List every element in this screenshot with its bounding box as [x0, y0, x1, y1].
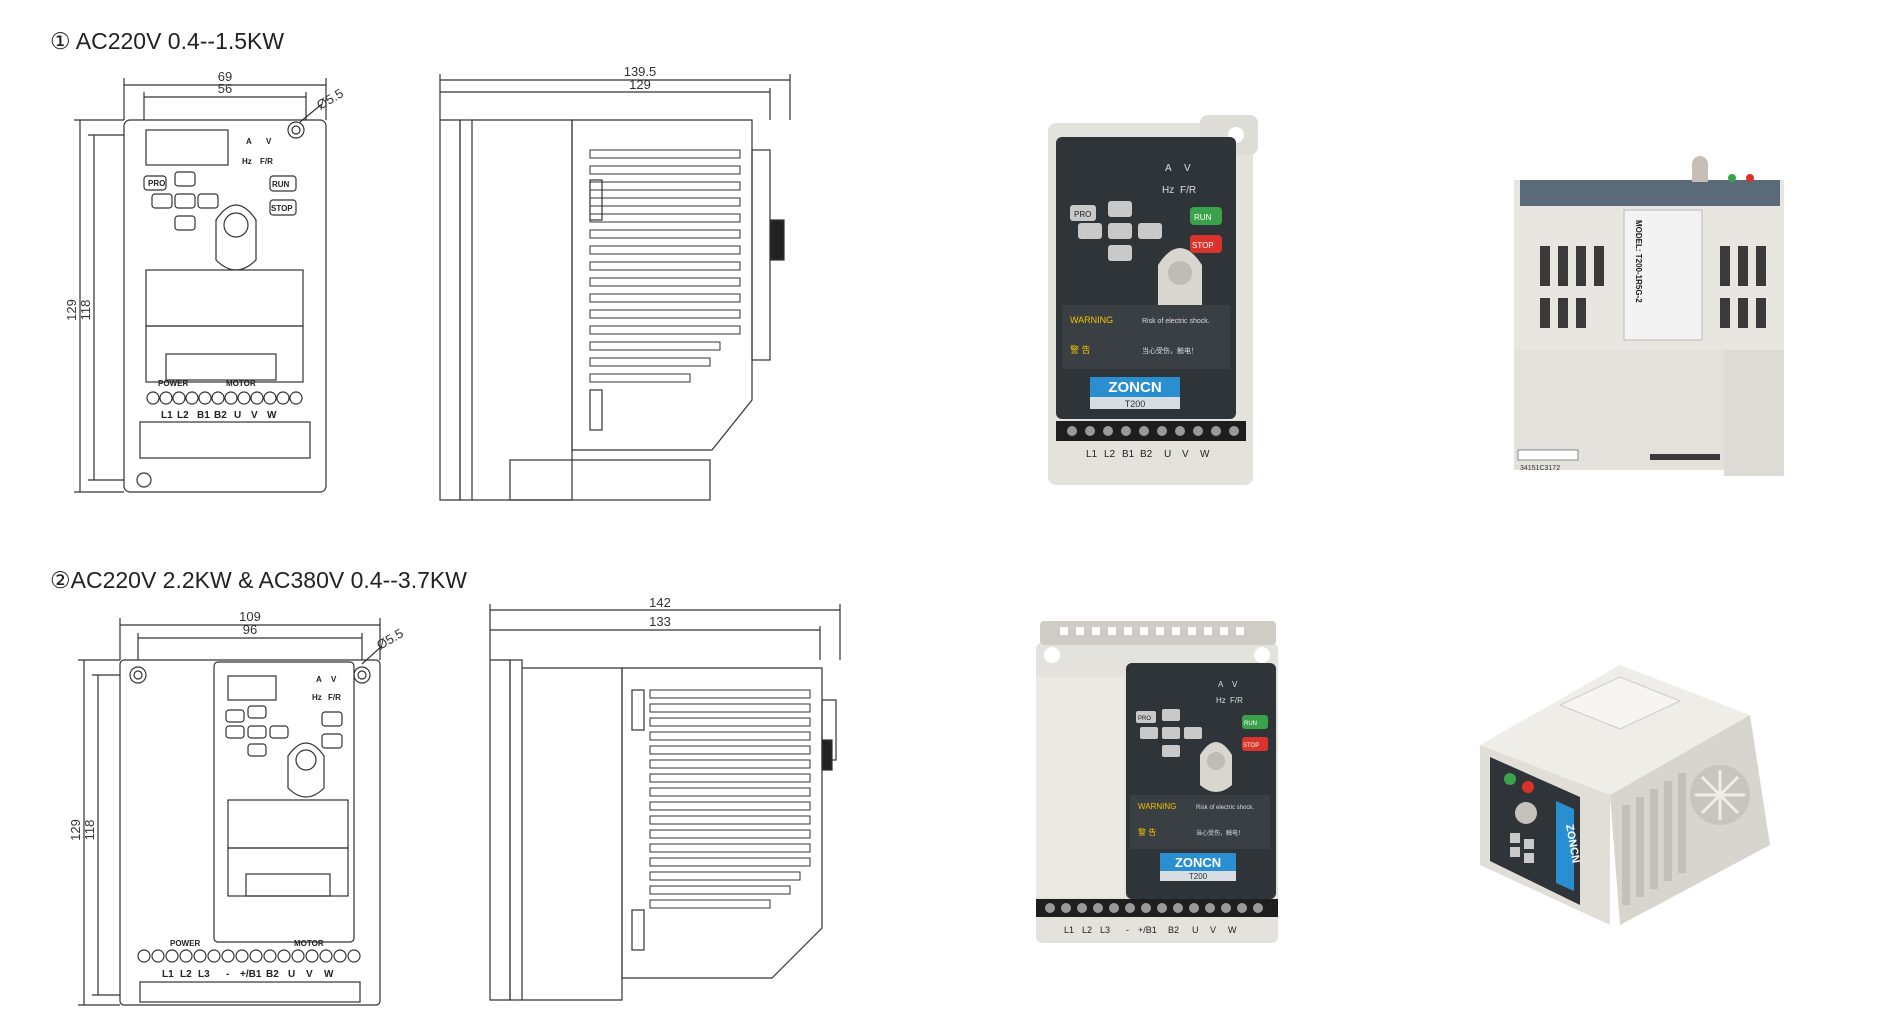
- d2-ind-hz: Hz: [312, 693, 322, 702]
- d2-term-l1: L1: [162, 969, 174, 980]
- dim1-depth-outer: 139.5: [624, 64, 657, 79]
- d2-term-b1: +/B1: [240, 969, 262, 980]
- dim1-height-outer: 129: [64, 299, 79, 321]
- p3-ind-a: A: [1218, 680, 1224, 689]
- section2-title: ②AC220V 2.2KW & AC380V 0.4--3.7KW: [50, 567, 467, 593]
- p1-key-pro: PRO: [1074, 210, 1091, 219]
- d1-ind-hz: Hz: [242, 157, 252, 166]
- d1-term-v: V: [251, 410, 258, 421]
- d1-term-b1: B1: [197, 410, 210, 421]
- p1-ind-a: A: [1165, 163, 1172, 174]
- d2-term-l3: L3: [198, 969, 210, 980]
- p3-term-b1: +/B1: [1138, 925, 1157, 935]
- dim2-depth-inner: 133: [649, 614, 671, 629]
- d1-group-motor: MOTOR: [226, 379, 256, 388]
- d2-ind-fr: F/R: [328, 693, 341, 702]
- p1-key-run: RUN: [1194, 213, 1212, 222]
- p1-ind-fr: F/R: [1180, 185, 1196, 196]
- p1-warning-en: WARNING: [1070, 315, 1113, 325]
- p3-term-v: V: [1210, 925, 1216, 935]
- p3-term-b2: B2: [1168, 925, 1179, 935]
- d1-term-l1: L1: [161, 410, 173, 421]
- dim1-width-inner: 56: [218, 81, 232, 96]
- d1-term-b2: B2: [214, 410, 227, 421]
- p3-model: T200: [1189, 872, 1208, 881]
- d1-key-run: RUN: [272, 180, 290, 189]
- dim2-width-outer: 109: [239, 609, 261, 624]
- d1-key-stop: STOP: [271, 204, 293, 213]
- d1-ind-v: V: [266, 137, 272, 146]
- p2-barcode-text: 34151C3172: [1520, 465, 1560, 472]
- p1-term-w: W: [1200, 449, 1210, 460]
- dim2-depth-outer: 142: [649, 595, 671, 610]
- section1-title: ① AC220V 0.4--1.5KW: [50, 28, 285, 54]
- p3-term-w: W: [1228, 925, 1237, 935]
- d1-term-l2: L2: [177, 410, 189, 421]
- p1-ind-hz: Hz: [1162, 185, 1174, 196]
- d2-term-u: U: [288, 969, 295, 980]
- p1-term-l2: L2: [1104, 449, 1116, 460]
- dim1-height-inner: 118: [78, 300, 93, 321]
- drawing2-front-view: 109 96 Ø5.5 129 118 A V Hz F/R POWER MOT…: [68, 609, 406, 1006]
- p1-warning-cn: 警 告: [1070, 344, 1091, 355]
- p2-model-label: MODEL: T200-1R5G-2: [1634, 220, 1643, 303]
- photo2-inverter-side: MODEL: T200-1R5G-2 34151C3172: [1514, 156, 1784, 476]
- d2-group-motor: MOTOR: [294, 939, 324, 948]
- p3-warning-cn: 警 告: [1138, 827, 1156, 837]
- p1-model: T200: [1125, 399, 1146, 409]
- p1-term-b2: B2: [1140, 449, 1153, 460]
- p3-key-stop: STOP: [1243, 743, 1259, 749]
- p3-term-l3: L3: [1100, 925, 1110, 935]
- p3-warning-cn-sub: 当心受伤，触电！: [1196, 829, 1244, 837]
- p3-key-pro: PRO: [1138, 716, 1151, 722]
- p3-brand: ZONCN: [1175, 855, 1221, 870]
- p3-ind-v: V: [1232, 680, 1238, 689]
- p1-term-u: U: [1164, 449, 1171, 460]
- dim1-width-outer: 69: [218, 69, 232, 84]
- d2-ind-v: V: [331, 675, 337, 684]
- d2-ind-a: A: [316, 675, 322, 684]
- d2-term-w: W: [324, 969, 334, 980]
- d2-group-power: POWER: [170, 939, 200, 948]
- p1-term-b1: B1: [1122, 449, 1135, 460]
- photo1-inverter-front: A V Hz F/R PRO RUN STOP WARNING Risk of …: [1048, 115, 1258, 485]
- p1-warning-en-sub: Risk of electric shock.: [1142, 318, 1210, 325]
- d1-term-w: W: [267, 410, 277, 421]
- p3-warning-en: WARNING: [1138, 802, 1176, 811]
- d2-term-b2: B2: [266, 969, 279, 980]
- p3-term-u: U: [1192, 925, 1199, 935]
- dim1-depth-inner: 129: [629, 77, 651, 92]
- p3-ind-hz: Hz: [1216, 696, 1226, 705]
- p1-warning-cn-sub: 当心受伤，触电！: [1142, 346, 1198, 355]
- photo4-inverter-isometric: ZONCN: [1480, 665, 1770, 925]
- d1-group-power: POWER: [158, 379, 188, 388]
- p3-term-l1: L1: [1064, 925, 1074, 935]
- drawing2-side-view: 142 133: [489, 595, 841, 1001]
- d1-term-u: U: [234, 410, 241, 421]
- p1-term-v: V: [1182, 449, 1189, 460]
- p1-key-stop: STOP: [1192, 241, 1214, 250]
- photo3-inverter-front: A V Hz F/R PRO RUN STOP WARNING Risk of …: [1036, 621, 1278, 943]
- drawing1-front-view: 69 56 Ø5.5 129 118 A V Hz F/R PRO RUN ST…: [64, 69, 346, 493]
- dim2-width-inner: 96: [243, 622, 257, 637]
- p3-key-run: RUN: [1244, 721, 1257, 727]
- dim2-height-outer: 129: [68, 819, 83, 841]
- p1-term-l1: L1: [1086, 449, 1098, 460]
- p3-term-minus: -: [1126, 925, 1129, 935]
- dim1-hole: Ø5.5: [314, 86, 346, 113]
- d1-key-pro: PRO: [148, 179, 165, 188]
- d2-term-l2: L2: [180, 969, 192, 980]
- p3-term-l2: L2: [1082, 925, 1092, 935]
- d1-ind-fr: F/R: [260, 157, 273, 166]
- p1-ind-v: V: [1184, 163, 1191, 174]
- d2-term-v: V: [306, 969, 313, 980]
- drawing1-side-view: 139.5 129: [439, 64, 791, 501]
- p3-ind-fr: F/R: [1230, 696, 1243, 705]
- d1-ind-a: A: [246, 137, 252, 146]
- d2-term-minus: -: [226, 969, 229, 980]
- p3-warning-en-sub: Risk of electric shock.: [1196, 805, 1254, 811]
- p1-brand: ZONCN: [1108, 379, 1161, 396]
- dim2-height-inner: 118: [82, 820, 97, 841]
